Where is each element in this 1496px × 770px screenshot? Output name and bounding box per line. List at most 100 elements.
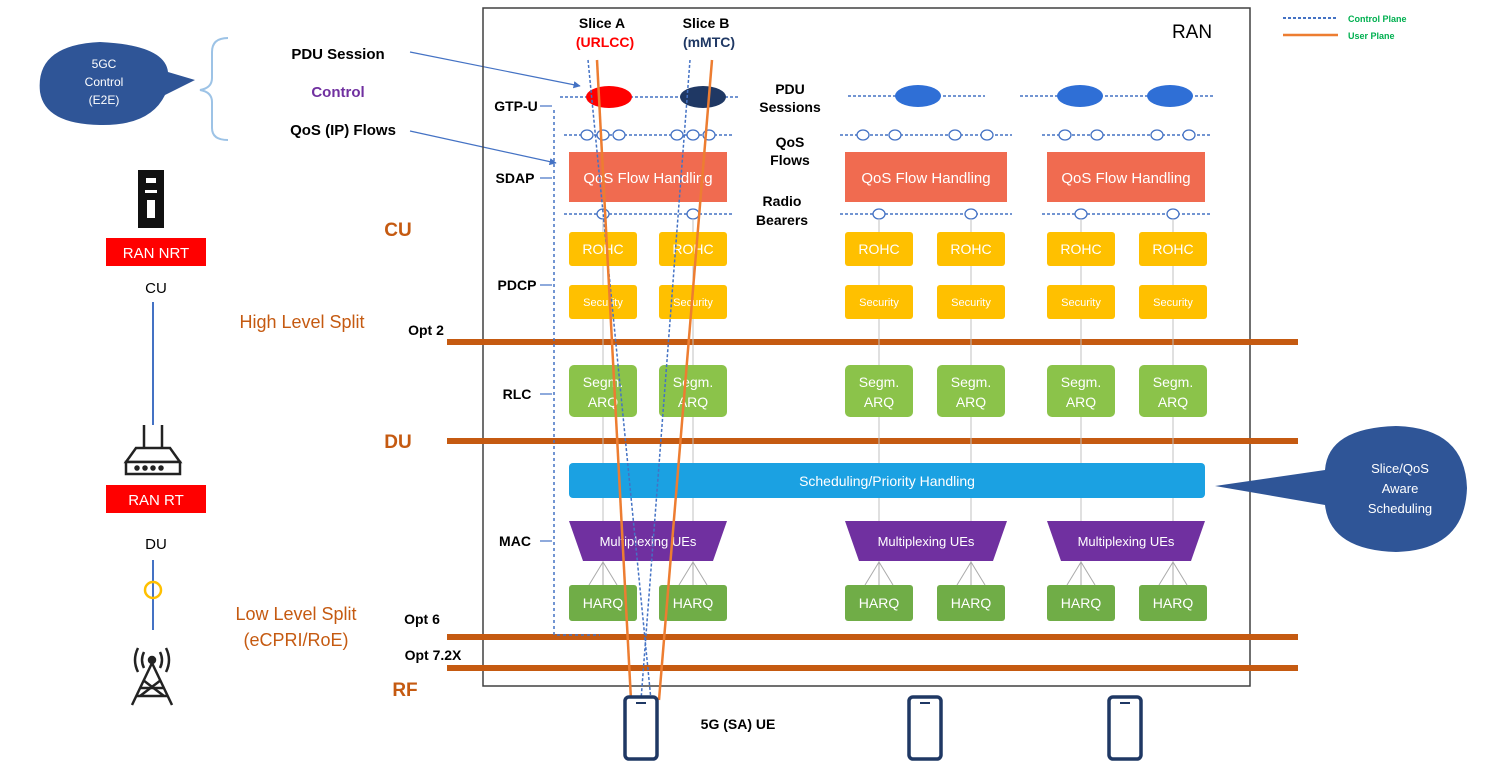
mux-fan-line bbox=[678, 561, 694, 586]
phone-body bbox=[907, 695, 943, 761]
mux-fan-line bbox=[956, 561, 972, 586]
qos-flow-handling-label: QoS Flow Handling bbox=[1061, 170, 1190, 187]
mux-fan-line bbox=[602, 561, 618, 586]
radio-bearer-marker bbox=[686, 208, 700, 220]
mux-fan-line bbox=[878, 561, 894, 586]
slice-a-label: Slice A bbox=[579, 15, 625, 31]
segm-label: Segm. bbox=[583, 374, 623, 390]
harq-block bbox=[845, 585, 913, 621]
qos-flow-handling-label: QoS Flow Handling bbox=[861, 170, 990, 187]
phone-body bbox=[1107, 695, 1143, 761]
harq-label: HARQ bbox=[673, 595, 714, 611]
multiplexing-block bbox=[845, 521, 1007, 561]
rlc-block bbox=[937, 365, 1005, 417]
slice-scheduling-bubble: Slice/QoS Aware Scheduling bbox=[1215, 426, 1467, 552]
slice-scheduling-line-2: Aware bbox=[1382, 481, 1419, 496]
rohc-label: ROHC bbox=[1060, 241, 1101, 257]
mux-fan-line bbox=[1172, 561, 1188, 586]
qos-flow-marker bbox=[580, 129, 594, 141]
qos-flow-marker bbox=[596, 129, 610, 141]
ue-phone-icon bbox=[623, 695, 659, 761]
arq-label: ARQ bbox=[678, 394, 708, 410]
mux-fan-line bbox=[970, 561, 986, 586]
ran-nrt-label: RAN NRT bbox=[123, 245, 189, 262]
mux-fan-line bbox=[1066, 561, 1082, 586]
security-label: Security bbox=[583, 297, 623, 309]
rohc-label: ROHC bbox=[672, 241, 713, 257]
phone-body bbox=[623, 695, 659, 761]
qos-flow-handling-label: QoS Flow Handling bbox=[583, 170, 712, 187]
qos-flow-marker bbox=[856, 129, 870, 141]
multiplexing-label: Multiplexing UEs bbox=[878, 534, 975, 549]
layer-ticks bbox=[540, 105, 552, 542]
qos-flow-handling-block bbox=[845, 152, 1007, 202]
slice-b-session bbox=[680, 86, 726, 108]
slice-b-label: Slice B bbox=[683, 15, 730, 31]
pdu-sessions-label: PDU bbox=[775, 81, 805, 97]
mux-fan-line bbox=[864, 561, 880, 586]
ran-nrt-box bbox=[106, 238, 206, 266]
pdu-session-ellipse bbox=[895, 85, 941, 107]
arq-label: ARQ bbox=[1066, 394, 1096, 410]
multiplexing-label: Multiplexing UEs bbox=[600, 534, 697, 549]
layer-rlc: RLC bbox=[503, 386, 532, 402]
harq-block bbox=[1047, 585, 1115, 621]
scheduling-bar bbox=[569, 463, 1205, 498]
slice-scheduling-line-3: Scheduling bbox=[1368, 501, 1432, 516]
rohc-block bbox=[1139, 232, 1207, 266]
harq-block bbox=[937, 585, 1005, 621]
security-label: Security bbox=[951, 297, 991, 309]
protocol-column-3: QoS Flow HandlingROHCSecuritySegm.ARQHAR… bbox=[1020, 85, 1215, 621]
rohc-label: ROHC bbox=[858, 241, 899, 257]
harq-block bbox=[569, 585, 637, 621]
qos-flow-marker bbox=[1090, 129, 1104, 141]
router-icon bbox=[123, 425, 183, 476]
mux-fan-line bbox=[588, 561, 604, 586]
segm-label: Segm. bbox=[673, 374, 713, 390]
rohc-block bbox=[937, 232, 1005, 266]
rohc-label: ROHC bbox=[582, 241, 623, 257]
qos-flows-label-2: Flows bbox=[770, 152, 810, 168]
slice-b-control-path bbox=[640, 59, 691, 701]
qos-flow-handling-block bbox=[1047, 152, 1205, 202]
rohc-block bbox=[1047, 232, 1115, 266]
ran-rt-box bbox=[106, 485, 206, 513]
security-block bbox=[1047, 285, 1115, 319]
segm-label: Segm. bbox=[951, 374, 991, 390]
qos-flow-marker bbox=[888, 129, 902, 141]
security-block bbox=[569, 285, 637, 319]
radio-bearers-label: Radio bbox=[763, 193, 802, 209]
qos-flow-marker bbox=[980, 129, 994, 141]
security-label: Security bbox=[1061, 297, 1101, 309]
qos-flow-marker bbox=[612, 129, 626, 141]
qos-flows-label: QoS bbox=[776, 134, 805, 150]
ran-label: RAN bbox=[1172, 22, 1212, 43]
multiplexing-block bbox=[569, 521, 727, 561]
slice-scheduling-line-1: Slice/QoS bbox=[1371, 461, 1429, 476]
mux-fan-line bbox=[1158, 561, 1174, 586]
slice-b-type: (mMTC) bbox=[683, 34, 735, 50]
rlc-block bbox=[1047, 365, 1115, 417]
pdu-session-ellipse bbox=[1147, 85, 1193, 107]
server-icon bbox=[138, 170, 164, 228]
opt2-label: Opt 2 bbox=[408, 322, 444, 338]
layer-pdcp: PDCP bbox=[498, 277, 537, 293]
cell-tower-icon bbox=[130, 647, 174, 706]
radio-bearer-marker bbox=[872, 208, 886, 220]
rf-split-label: RF bbox=[392, 680, 417, 701]
qos-flow-marker bbox=[686, 129, 700, 141]
rlc-block bbox=[1139, 365, 1207, 417]
rohc-block bbox=[569, 232, 637, 266]
opt6-label: Opt 6 bbox=[404, 611, 440, 627]
low-level-split-sublabel: (eCPRI/RoE) bbox=[243, 630, 348, 650]
mux-fan-line bbox=[1080, 561, 1096, 586]
pdu-session-ellipse bbox=[1057, 85, 1103, 107]
segm-label: Segm. bbox=[1153, 374, 1193, 390]
harq-label: HARQ bbox=[951, 595, 992, 611]
qos-flow-marker bbox=[670, 129, 684, 141]
fronthaul-ring-icon bbox=[143, 580, 163, 600]
segm-label: Segm. bbox=[1061, 374, 1101, 390]
